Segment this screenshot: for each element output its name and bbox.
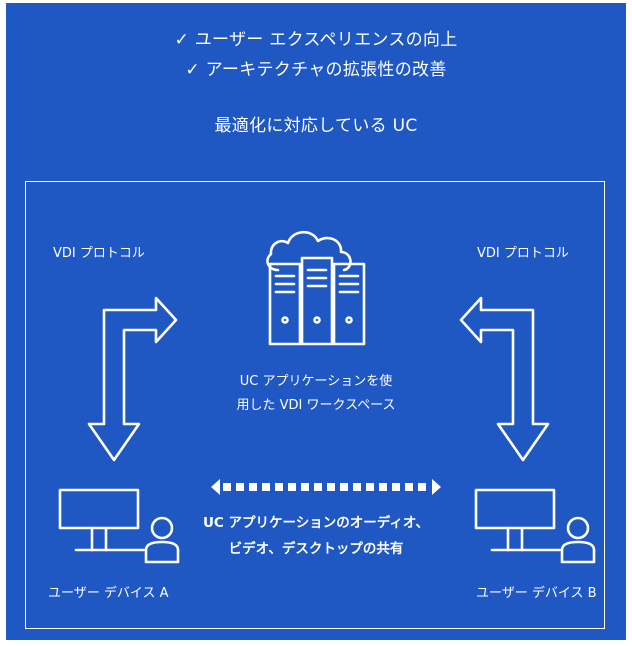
vdi-environment-box: VDI プロトコル VDI プロトコル [25, 181, 605, 629]
cloud-server-icon [266, 230, 366, 346]
device-b-label: ユーザー デバイス B [476, 586, 597, 601]
device-a-label: ユーザー デバイス A [48, 586, 169, 601]
left-protocol-label: VDI プロトコル [53, 246, 145, 261]
sharing-label: UC アプリケーションのオーディオ、 ビデオ、デスクトップの共有 [196, 510, 436, 562]
dotted-double-arrow-icon [211, 479, 441, 495]
monitor-user-icon-b [474, 488, 596, 564]
sharing-label-line2: ビデオ、デスクトップの共有 [228, 541, 404, 557]
diagram-subtitle: 最適化に対応している UC [214, 116, 418, 136]
diagram-panel: ✓ ユーザー エクスペリエンスの向上 ✓ アーキテクチャの拡張性の改善 最適化に… [6, 3, 626, 640]
workspace-label-line2: 用した VDI ワークスペース [236, 398, 396, 413]
workspace-label: UC アプリケーションを使 用した VDI ワークスペース [216, 370, 416, 418]
sharing-label-line1: UC アプリケーションのオーディオ、 [202, 515, 430, 531]
right-bent-arrow-icon [459, 296, 550, 462]
benefit-ux: ✓ ユーザー エクスペリエンスの向上 [174, 30, 458, 50]
monitor-user-icon-a [58, 488, 180, 564]
right-protocol-label: VDI プロトコル [477, 246, 569, 261]
left-bent-arrow-icon [87, 296, 178, 462]
benefit-scalability: ✓ アーキテクチャの拡張性の改善 [185, 60, 447, 80]
workspace-label-line1: UC アプリケーションを使 [239, 374, 393, 389]
